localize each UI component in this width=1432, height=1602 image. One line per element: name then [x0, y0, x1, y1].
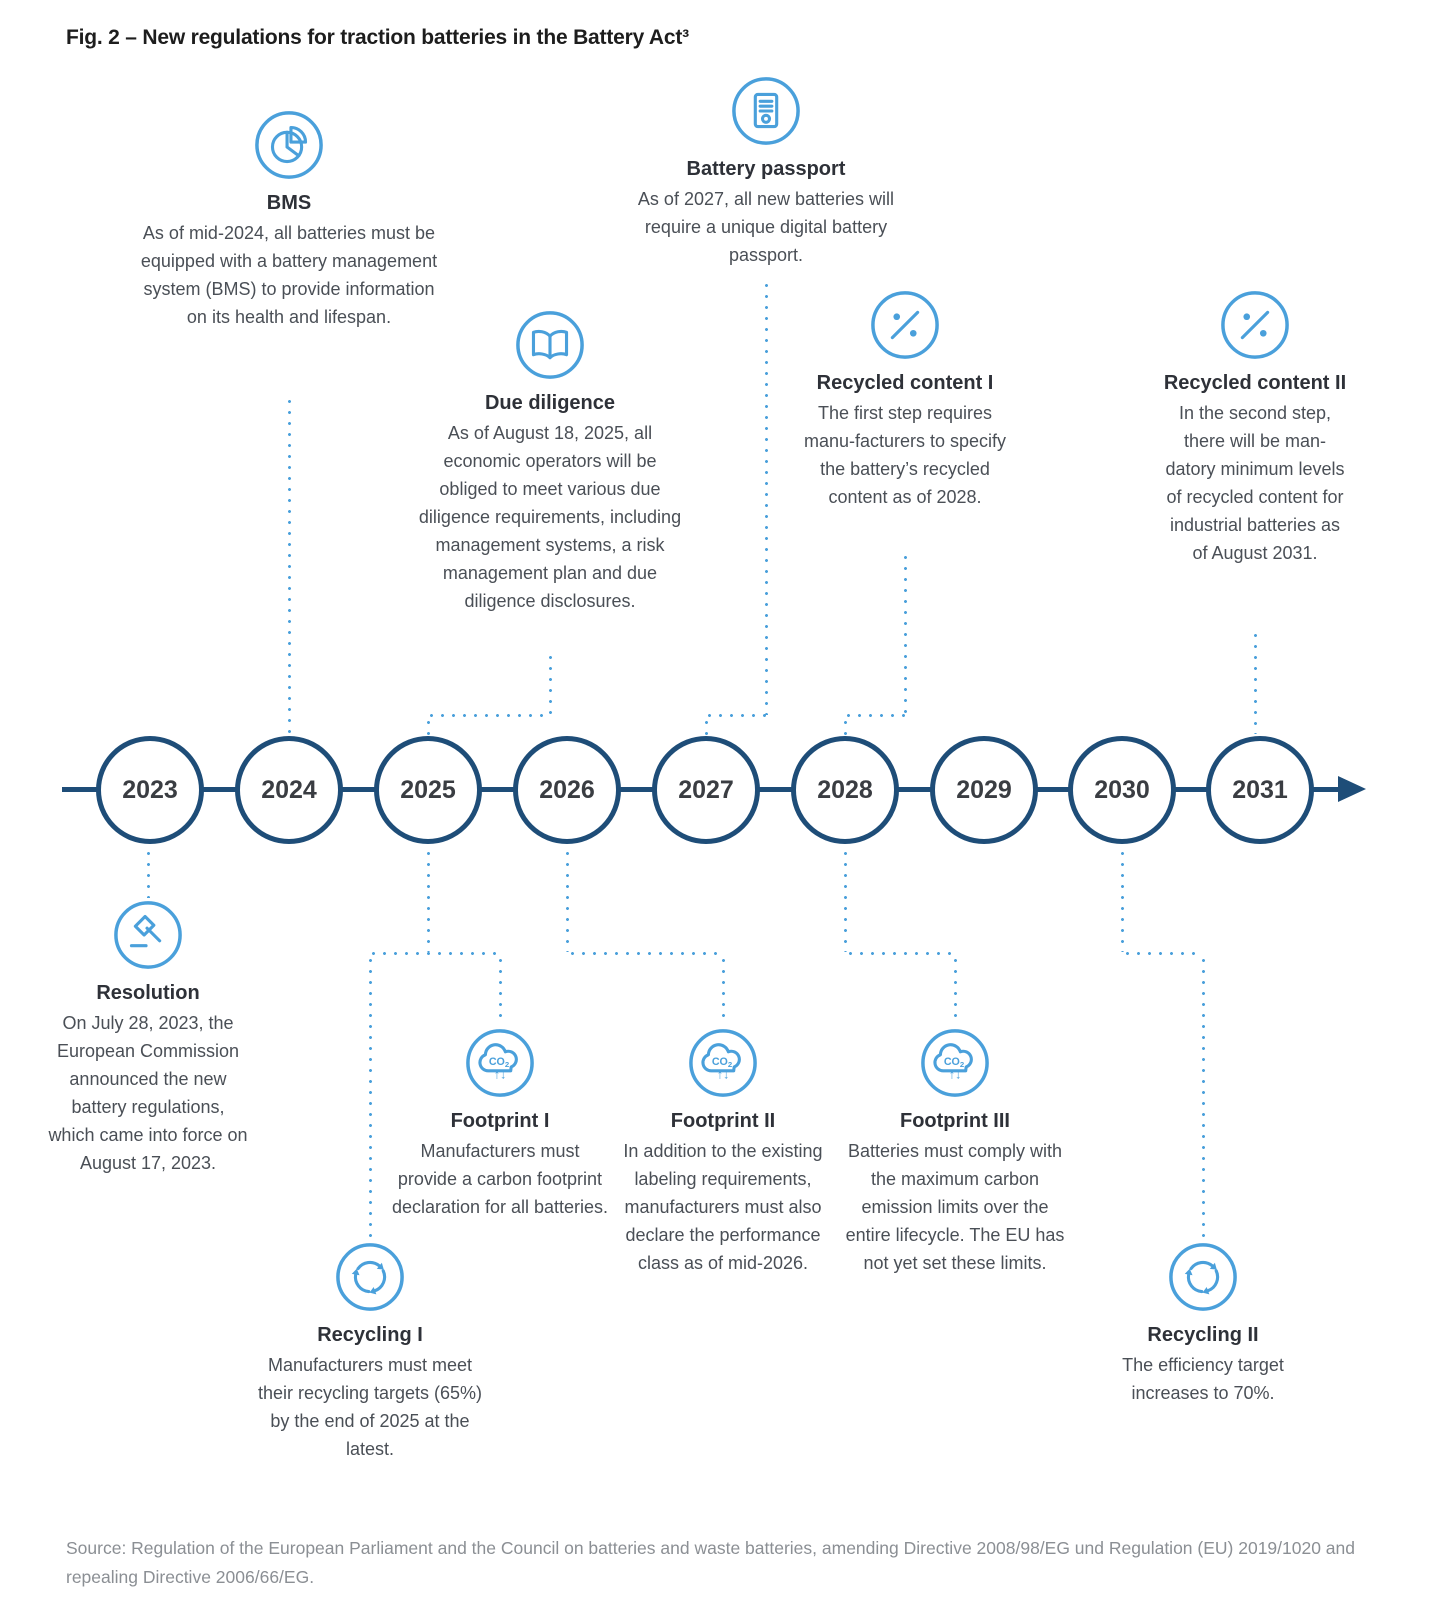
connector-2028-h [845, 952, 955, 955]
connector-footprint-2 [721, 955, 725, 1024]
year-label: 2031 [1232, 775, 1288, 804]
milestone-text: In addition to the existing labeling req… [623, 1141, 823, 1273]
milestone-title: Footprint III [900, 1110, 1010, 1132]
milestone-text: Manufacturers must provide a carbon foot… [391, 1141, 609, 1217]
connector-footprint-1 [498, 955, 502, 1024]
svg-text:↑↓: ↑↓ [494, 1068, 507, 1082]
co2-cloud-icon: CO2 ↑↓ [688, 1028, 758, 1098]
co2-cloud-icon: CO2 ↑↓ [465, 1028, 535, 1098]
svg-text:↑↓: ↑↓ [717, 1068, 730, 1082]
open-book-icon [515, 310, 585, 380]
year-node-2027: 2027 [652, 736, 760, 844]
connector-recycled-content-1-v1 [903, 552, 907, 715]
connector-recycled-content-1-h [843, 714, 905, 717]
connector-2025-split-h [368, 952, 501, 955]
year-node-2026: 2026 [513, 736, 621, 844]
milestone-recycling-1: Recycling I Manufacturers must meet thei… [254, 1242, 486, 1463]
year-node-2028: 2028 [791, 736, 899, 844]
connector-2028-down [843, 848, 847, 952]
connector-2025-down [426, 848, 430, 952]
connector-resolution [147, 848, 150, 898]
connector-recycling-2 [1201, 955, 1205, 1238]
passport-document-icon [731, 76, 801, 146]
year-label: 2023 [122, 775, 178, 804]
source-note: Source: Regulation of the European Parli… [66, 1538, 1356, 1587]
milestone-resolution: Resolution On July 28, 2023, the Europea… [48, 900, 248, 1177]
svg-text:CO2: CO2 [489, 1056, 510, 1069]
milestone-text: On July 28, 2023, the European Commissio… [48, 1013, 248, 1173]
connector-due-diligence-v1 [548, 652, 552, 715]
milestone-title: Due diligence [484, 392, 616, 414]
milestone-text: In the second step, there will be man-da… [1165, 403, 1345, 563]
milestone-title: Recycled content I [816, 372, 994, 394]
year-label: 2024 [261, 775, 317, 804]
co2-cloud-icon: CO2 ↑↓ [920, 1028, 990, 1098]
connector-battery-passport-v2 [704, 717, 708, 736]
milestone-recycling-2: Recycling II The efficiency target incre… [1087, 1242, 1319, 1407]
milestone-text: The first step requires manu-facturers t… [803, 403, 1007, 507]
milestone-due-diligence: Due diligence As of August 18, 2025, all… [414, 310, 686, 615]
milestone-footprint-2: CO2 ↑↓ Footprint II In addition to the e… [620, 1028, 826, 1277]
connector-due-diligence-h [426, 714, 550, 717]
year-label: 2030 [1094, 775, 1150, 804]
year-node-2024: 2024 [235, 736, 343, 844]
year-node-2031: 2031 [1206, 736, 1314, 844]
milestone-text: As of mid-2024, all batteries must be eq… [140, 223, 438, 327]
connector-2026-down [565, 848, 569, 952]
milestone-title: Battery passport [686, 158, 846, 180]
milestone-text: The efficiency target increases to 70%. [1122, 1355, 1284, 1403]
connector-2030-h [1122, 952, 1203, 955]
svg-text:CO2: CO2 [712, 1056, 733, 1069]
svg-text:↑↓: ↑↓ [949, 1068, 962, 1082]
recycle-icon [1168, 1242, 1238, 1312]
year-label: 2029 [956, 775, 1012, 804]
milestone-text: Batteries must comply with the maximum c… [845, 1141, 1065, 1273]
connector-battery-passport-h [704, 714, 766, 717]
connector-recycled-content-1-v2 [843, 717, 847, 736]
milestone-title: BMS [266, 192, 312, 214]
milestone-text: As of August 18, 2025, all economic oper… [418, 423, 682, 611]
milestone-title: Resolution [96, 982, 200, 1004]
milestone-footprint-3: CO2 ↑↓ Footprint III Batteries must comp… [844, 1028, 1066, 1277]
connector-recycling-1 [368, 955, 372, 1238]
milestone-title: Recycling I [317, 1324, 423, 1346]
milestone-title: Footprint II [670, 1110, 776, 1132]
recycle-icon [335, 1242, 405, 1312]
year-node-2029: 2029 [930, 736, 1038, 844]
year-label: 2026 [539, 775, 595, 804]
connector-recycled-content-2 [1253, 630, 1257, 734]
year-node-2025: 2025 [374, 736, 482, 844]
svg-text:CO2: CO2 [944, 1056, 965, 1069]
year-label: 2025 [400, 775, 456, 804]
pie-chart-icon [254, 110, 324, 180]
milestone-title: Footprint I [450, 1110, 550, 1132]
connector-bms [287, 396, 291, 734]
milestone-title: Recycling II [1147, 1324, 1259, 1346]
connector-2030-down [1120, 848, 1124, 952]
milestone-text: As of 2027, all new batteries will requi… [637, 189, 895, 265]
milestone-footprint-1: CO2 ↑↓ Footprint I Manufacturers must pr… [390, 1028, 610, 1221]
connector-due-diligence-v2 [426, 717, 430, 736]
figure-title: Fig. 2 – New regulations for traction ba… [66, 26, 689, 49]
percent-icon [870, 290, 940, 360]
connector-2026-h [567, 952, 723, 955]
year-label: 2027 [678, 775, 734, 804]
year-node-2023: 2023 [96, 736, 204, 844]
connector-battery-passport-v1 [764, 280, 768, 715]
milestone-battery-passport: Battery passport As of 2027, all new bat… [611, 76, 921, 269]
milestone-title: Recycled content II [1163, 372, 1347, 394]
milestone-recycled-content-2: Recycled content II In the second step, … [1160, 290, 1350, 567]
connector-footprint-3 [953, 955, 957, 1024]
year-label: 2028 [817, 775, 873, 804]
timeline-arrow-icon [1338, 776, 1366, 802]
year-node-2030: 2030 [1068, 736, 1176, 844]
percent-icon [1220, 290, 1290, 360]
gavel-icon [113, 900, 183, 970]
milestone-recycled-content-1: Recycled content I The first step requir… [795, 290, 1015, 511]
milestone-bms: BMS As of mid-2024, all batteries must b… [139, 110, 439, 331]
milestone-text: Manufacturers must meet their recycling … [257, 1355, 483, 1459]
